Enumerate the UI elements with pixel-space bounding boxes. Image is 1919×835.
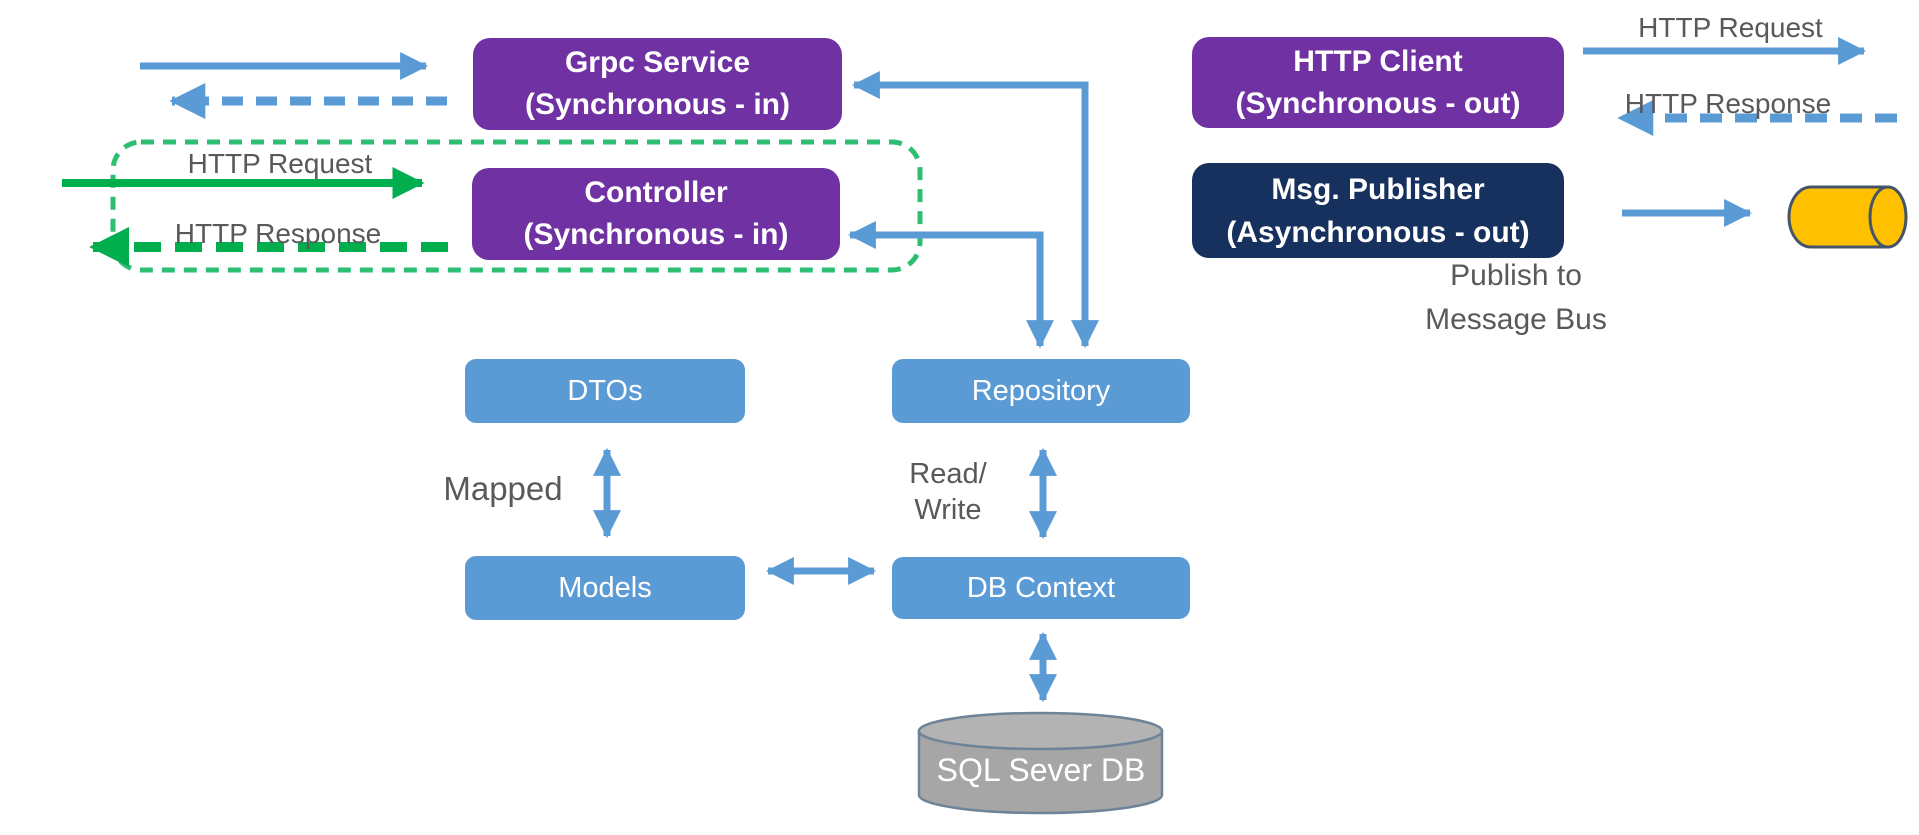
publish-label-line1: Publish to [1450, 259, 1582, 292]
http-response-label-left: HTTP Response [174, 218, 382, 249]
publish-label-line2: Message Bus [1425, 303, 1607, 336]
grpc-repository-connector [851, 71, 1099, 349]
msg-publisher-node: Msg. Publisher (Asynchronous - out) [1192, 163, 1564, 258]
grpc-service-subtitle: (Synchronous - in) [525, 88, 790, 121]
read-write-label-line1: Read/ [909, 458, 987, 490]
models-label: Models [558, 571, 652, 604]
controller-node: Controller (Synchronous - in) [472, 168, 840, 260]
http-request-label-right: HTTP Request [1638, 12, 1823, 43]
dtos-node: DTOs [465, 359, 745, 423]
db-context-label: DB Context [966, 571, 1116, 604]
http-client-title: HTTP Client [1293, 44, 1463, 78]
sql-db-cylinder [917, 711, 1164, 815]
publish-to-message-bus-label: Publish to Message Bus [1396, 254, 1636, 342]
read-write-label: Read/ Write [893, 456, 1003, 528]
msg-publisher-subtitle: (Asynchronous - out) [1226, 215, 1530, 249]
mapped-label: Mapped [443, 470, 563, 507]
http-request-label-left: HTTP Request [187, 148, 373, 179]
sql-db-label: SQL Sever DB [936, 752, 1146, 788]
http-response-label-right: HTTP Response [1624, 88, 1832, 119]
http-client-node: HTTP Client (Synchronous - out) [1192, 37, 1564, 128]
msg-publisher-title: Msg. Publisher [1271, 172, 1485, 206]
controller-repository-connector [847, 221, 1054, 349]
dtos-label: DTOs [567, 374, 643, 407]
read-write-label-line2: Write [914, 494, 982, 526]
repository-node: Repository [892, 359, 1190, 423]
http-client-subtitle: (Synchronous - out) [1235, 86, 1521, 120]
grpc-service-node: Grpc Service (Synchronous - in) [473, 38, 842, 130]
models-node: Models [465, 556, 745, 620]
repository-label: Repository [971, 374, 1111, 407]
grpc-service-title: Grpc Service [564, 46, 751, 79]
message-bus-icon [1787, 185, 1908, 249]
db-context-node: DB Context [892, 557, 1190, 619]
controller-subtitle: (Synchronous - in) [523, 218, 789, 251]
http-sync-group-outline [110, 139, 923, 273]
controller-title: Controller [584, 176, 728, 209]
